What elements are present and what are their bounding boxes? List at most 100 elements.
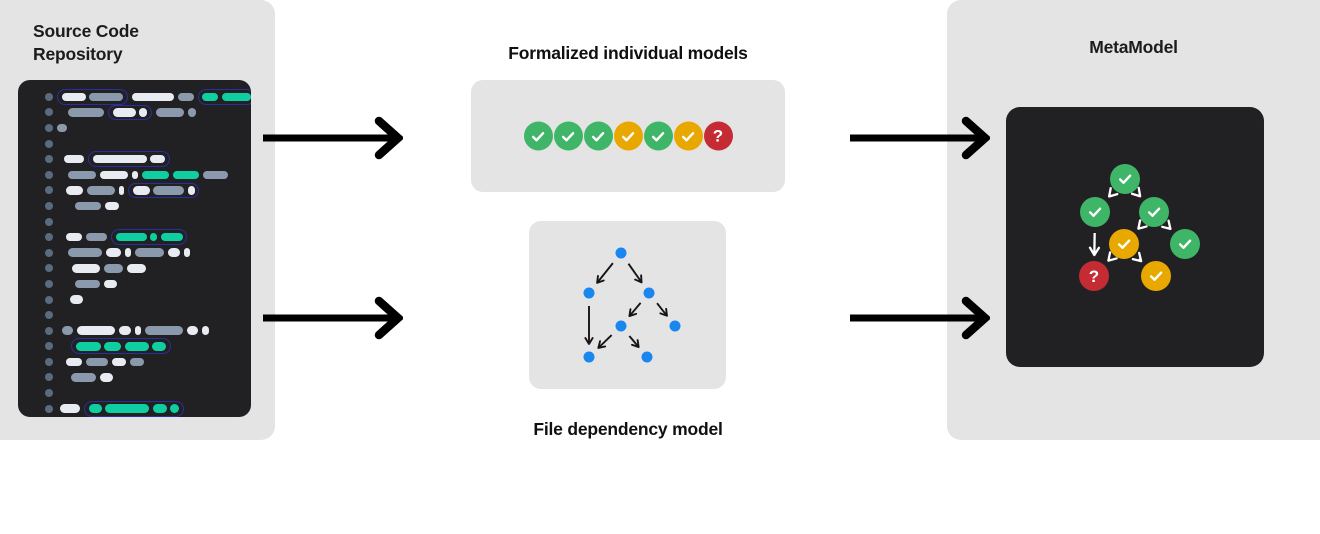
code-selection-highlight[interactable] — [71, 338, 171, 355]
code-line-marker-dot — [45, 123, 53, 132]
check-icon — [1088, 207, 1102, 217]
code-token — [71, 373, 96, 382]
code-line — [18, 276, 251, 292]
code-line — [18, 104, 251, 121]
model-status-badge-row: ? — [471, 121, 785, 151]
code-line-marker-dot — [45, 139, 53, 148]
code-line — [18, 261, 251, 277]
code-token — [115, 232, 147, 242]
formalized-models-card: ? — [471, 80, 785, 192]
model-status-badge-partial[interactable] — [673, 121, 703, 151]
code-line — [18, 416, 251, 417]
file-dependency-node[interactable] — [643, 287, 655, 299]
code-line — [18, 323, 251, 339]
formalized-models-title: Formalized individual models — [508, 43, 748, 63]
code-line-marker-dot — [45, 311, 53, 320]
code-token — [187, 186, 195, 195]
file-dependency-node[interactable] — [615, 247, 627, 259]
model-status-badge-partial[interactable] — [613, 121, 643, 151]
model-status-badge-unknown[interactable]: ? — [703, 121, 733, 151]
graph-edge-arrow — [596, 262, 614, 284]
file-dependency-node[interactable] — [641, 351, 653, 363]
model-status-badge-verified[interactable] — [643, 121, 673, 151]
code-token — [187, 326, 198, 335]
metamodel-node-amber[interactable] — [1141, 261, 1171, 291]
model-status-badge-verified[interactable] — [523, 121, 553, 151]
metamodel-node-amber[interactable] — [1109, 229, 1139, 259]
question-icon: ? — [712, 126, 724, 146]
code-selection-highlight[interactable] — [197, 88, 251, 105]
code-token — [184, 248, 190, 257]
check-icon — [1117, 239, 1131, 249]
check-icon — [1178, 239, 1192, 249]
code-token — [187, 108, 196, 117]
code-selection-highlight[interactable] — [128, 182, 199, 199]
metamodel-node-green[interactable] — [1110, 164, 1140, 194]
code-selection-highlight[interactable] — [84, 400, 184, 417]
graph-edge-arrow — [1161, 219, 1172, 231]
code-token — [92, 154, 147, 164]
file-dependency-node[interactable] — [615, 320, 627, 332]
graph-edge-arrow — [1137, 219, 1148, 230]
model-status-badge-verified[interactable] — [553, 121, 583, 151]
code-token — [68, 170, 96, 180]
code-token — [202, 92, 218, 102]
code-selection-highlight[interactable] — [108, 104, 152, 121]
code-line — [18, 370, 251, 386]
code-line — [18, 136, 251, 152]
code-token — [75, 201, 101, 211]
code-token — [132, 170, 138, 180]
code-token — [77, 326, 115, 335]
metamodel-node-green[interactable] — [1139, 197, 1169, 227]
code-token — [104, 264, 123, 273]
code-token — [105, 404, 149, 413]
arrow-source-to-formalized — [263, 116, 403, 160]
code-token — [173, 170, 199, 180]
check-icon — [1118, 174, 1132, 184]
code-selection-highlight[interactable] — [57, 88, 128, 105]
code-line — [18, 214, 251, 230]
code-line-marker-dot — [45, 295, 53, 304]
code-token — [203, 170, 228, 180]
metamodel-node-red[interactable]: ? — [1079, 261, 1109, 291]
code-token — [61, 92, 86, 102]
code-line — [18, 198, 251, 214]
code-selection-highlight[interactable] — [88, 151, 170, 168]
metamodel-node-green[interactable] — [1170, 229, 1200, 259]
code-line — [18, 245, 251, 261]
code-token — [70, 295, 83, 304]
code-token — [125, 248, 131, 257]
metamodel-graph-card: ? — [1006, 107, 1264, 367]
metamodel-node-green[interactable] — [1080, 197, 1110, 227]
code-line-marker-dot — [45, 233, 53, 242]
code-line-marker-dot — [45, 342, 53, 351]
code-line-marker-dot — [45, 373, 53, 382]
code-editor-card[interactable] — [18, 80, 251, 417]
code-token — [112, 108, 136, 117]
graph-edge-arrow — [1107, 186, 1119, 198]
file-dependency-node[interactable] — [583, 351, 595, 363]
code-line — [18, 182, 251, 199]
graph-edge-arrow — [597, 334, 613, 349]
arrow-formalized-to-meta — [850, 116, 990, 160]
graph-edge-arrow — [1130, 186, 1142, 198]
file-dependency-edges — [584, 262, 668, 349]
code-line-marker-dot — [45, 186, 53, 195]
code-token — [64, 154, 84, 164]
code-line-marker-dot — [45, 108, 53, 117]
source-code-repository-title: Source Code Repository — [33, 20, 243, 66]
code-token — [160, 232, 183, 242]
code-line — [18, 88, 251, 105]
file-dependency-node[interactable] — [583, 287, 595, 299]
file-dependency-node[interactable] — [669, 320, 681, 332]
code-line-marker-dot — [45, 326, 53, 335]
code-token — [86, 232, 107, 242]
check-icon — [561, 131, 575, 141]
code-token — [119, 326, 131, 335]
model-status-badge-verified[interactable] — [583, 121, 613, 151]
metamodel-edges — [1088, 186, 1172, 263]
code-line-marker-dot — [45, 248, 53, 257]
code-selection-highlight[interactable] — [111, 229, 187, 245]
arrow-filedep-to-meta — [850, 296, 990, 340]
